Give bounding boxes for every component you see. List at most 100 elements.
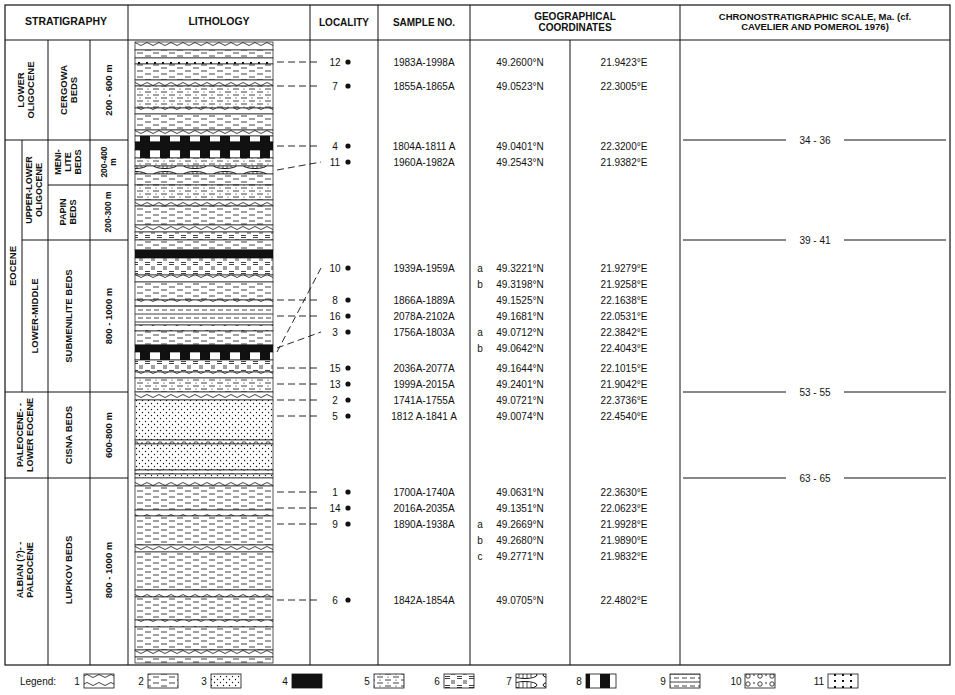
rock-layer: [135, 474, 273, 478]
rock-layer: [135, 597, 273, 620]
stratigraphy-cell: CERGOWA BEDS: [59, 60, 80, 120]
rock-layer: [135, 258, 273, 275]
grid-line: [48, 40, 49, 665]
rock-layer: [135, 130, 273, 136]
latitude: 49.1644°N: [496, 363, 543, 374]
sample-leader: [277, 384, 321, 385]
rock-layer: [135, 136, 273, 142]
rock-layer: [135, 158, 273, 166]
latitude: 49.2401°N: [496, 379, 543, 390]
site-letter: b: [477, 343, 483, 354]
sample-number: 2078A-2102A: [393, 311, 454, 322]
sample-number: 1812 A-1841 A: [391, 411, 457, 422]
stratigraphy-cell: MENI- LITE BEDS: [54, 142, 84, 182]
rock-layer: [135, 378, 273, 392]
rock-layer: [135, 275, 273, 282]
rock-layer: [135, 516, 273, 545]
rock-layer: [135, 80, 273, 86]
age-tick: [683, 392, 786, 393]
latitude: 49.2669°N: [496, 519, 543, 530]
legend-number: 10: [730, 676, 741, 687]
sample-number: 1866A-1889A: [393, 295, 454, 306]
latitude: 49.2771°N: [496, 551, 543, 562]
longitude: 22.3005°E: [601, 81, 648, 92]
legend-swatch: [516, 674, 546, 688]
legend-number: 4: [282, 676, 288, 687]
age-tick: [683, 478, 786, 479]
column-header: CHRONOSTRATIGRAPHIC SCALE, Ma. (cf. CAVE…: [700, 12, 930, 33]
sample-number: 2016A-2035A: [393, 503, 454, 514]
longitude: 21.9423°E: [601, 57, 648, 68]
age-tick: [844, 240, 946, 241]
rock-layer: [135, 206, 273, 225]
sample-number: 1999A-2015A: [393, 379, 454, 390]
latitude: 49.0631°N: [496, 487, 543, 498]
locality-dot: [345, 365, 350, 370]
latitude: 49.0523°N: [496, 81, 543, 92]
stratigraphy-cell: 200-400 m: [100, 142, 119, 182]
sample-number: 1700A-1740A: [393, 487, 454, 498]
latitude: 49.2600°N: [496, 57, 543, 68]
legend-swatch: [211, 674, 241, 688]
stratigraphy-cell: 200-300 m: [104, 188, 113, 236]
sample-number: 1890A-1938A: [393, 519, 454, 530]
grid-line: [90, 40, 91, 665]
legend-swatch: [374, 674, 404, 688]
rock-layer: [135, 240, 273, 250]
legend-number: 8: [576, 676, 582, 687]
locality-number: 4: [332, 141, 338, 152]
grid-line: [310, 5, 311, 665]
stratigraphy-cell: 200 - 600 m: [104, 45, 114, 135]
sample-leader: [277, 86, 321, 87]
sample-leader: [277, 268, 321, 352]
rock-layer: [135, 142, 273, 150]
locality-number: 15: [329, 363, 340, 374]
locality-dot: [345, 159, 350, 164]
rock-layer: [135, 64, 273, 80]
locality-dot: [345, 143, 350, 148]
longitude: 22.3200°E: [601, 141, 648, 152]
stratigraphy-cell: LOWER OLIGOCENE: [16, 50, 37, 130]
table-grid: [5, 5, 950, 665]
longitude: 22.1015°E: [601, 363, 648, 374]
locality-dot: [345, 83, 350, 88]
age-boundary: 63 - 65: [799, 473, 830, 484]
sample-leader: [277, 524, 321, 525]
legend-number: 2: [138, 676, 144, 687]
rock-layer: [135, 225, 273, 232]
sample-leader: [277, 416, 321, 417]
legend-swatch: [444, 674, 474, 688]
longitude: 22.4043°E: [601, 343, 648, 354]
rock-layer: [135, 325, 273, 331]
locality-dot: [345, 329, 350, 334]
site-letter: a: [477, 519, 483, 530]
longitude: 21.9832°E: [601, 551, 648, 562]
legend-number: 6: [434, 676, 440, 687]
sample-number: 1756A-1803A: [393, 327, 454, 338]
latitude: 49.2543°N: [496, 157, 543, 168]
longitude: 21.9279°E: [601, 263, 648, 274]
locality-number: 14: [329, 503, 340, 514]
longitude: 22.0623°E: [601, 503, 648, 514]
age-tick: [683, 140, 786, 141]
age-ticks: [683, 140, 946, 478]
sample-number: 1983A-1998A: [393, 57, 454, 68]
locality-dot: [345, 489, 350, 494]
grid-line: [470, 5, 471, 665]
age-boundary: 39 - 41: [799, 235, 830, 246]
lithology-column: [135, 42, 273, 663]
rock-layer: [135, 166, 273, 174]
rock-layer: [135, 306, 273, 325]
rock-layer: [135, 657, 273, 663]
column-header: SAMPLE NO.: [393, 17, 455, 28]
rock-layer: [135, 282, 273, 300]
locality-number: 13: [329, 379, 340, 390]
column-header: STRATIGRAPHY: [25, 16, 107, 28]
locality-number: 1: [332, 487, 338, 498]
latitude: 49.0705°N: [496, 595, 543, 606]
grid-line: [48, 185, 128, 186]
latitude: 49.0712°N: [496, 327, 543, 338]
locality-dot: [345, 265, 350, 270]
sample-leader: [277, 332, 321, 348]
